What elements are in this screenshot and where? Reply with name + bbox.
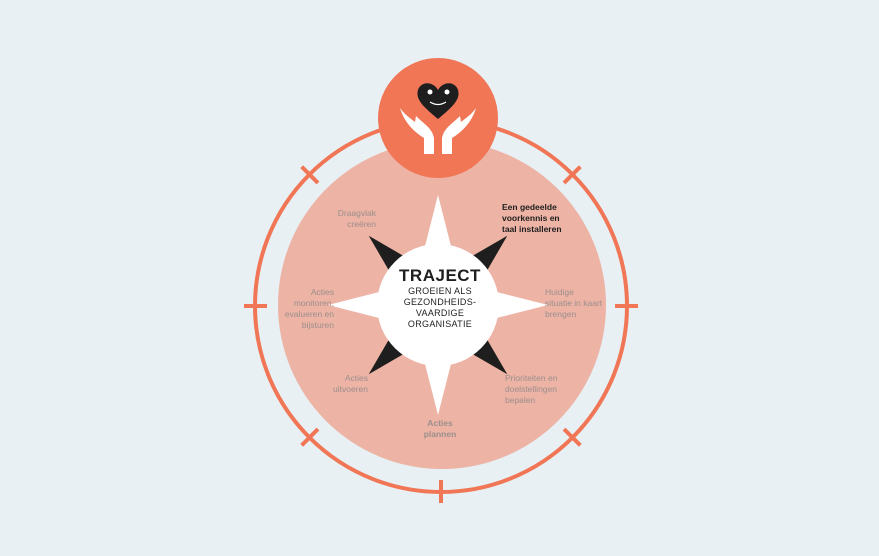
step-label-1: Een gedeelde voorkennis en taal installe… (502, 202, 562, 234)
compass-star (328, 195, 548, 415)
heart-in-hands-icon (378, 58, 498, 178)
step-label-5: Acties uitvoeren (333, 373, 368, 394)
step-label-7: Draagvlak creëren (337, 208, 376, 229)
subtitle-line: GROEIEN ALS (408, 286, 472, 296)
ring-ticks (244, 165, 638, 503)
ring-tick (300, 165, 320, 185)
step-label-2: Huidige situatie in kaart brengen (545, 287, 603, 319)
subtitle-line: GEZONDHEIDS- (403, 297, 477, 307)
step-label-3: Prioriteiten en doelstellingen bepalen (505, 373, 558, 405)
center-title-block: TRAJECT GROEIEN ALS GEZONDHEIDS- VAARDIG… (380, 266, 500, 330)
ring-tick (300, 427, 320, 447)
center-title: TRAJECT (399, 266, 481, 285)
center-subtitle: GROEIEN ALS GEZONDHEIDS- VAARDIGE ORGANI… (380, 286, 500, 330)
subtitle-line: VAARDIGE (415, 308, 465, 318)
ring-tick (562, 427, 582, 447)
step-label-4: Acties plannen (423, 418, 457, 439)
ring-tick (562, 165, 582, 185)
step-label-6: Acties monitoren, evalueren en bijsturen (284, 287, 334, 330)
subtitle-line: ORGANISATIE (407, 319, 473, 329)
